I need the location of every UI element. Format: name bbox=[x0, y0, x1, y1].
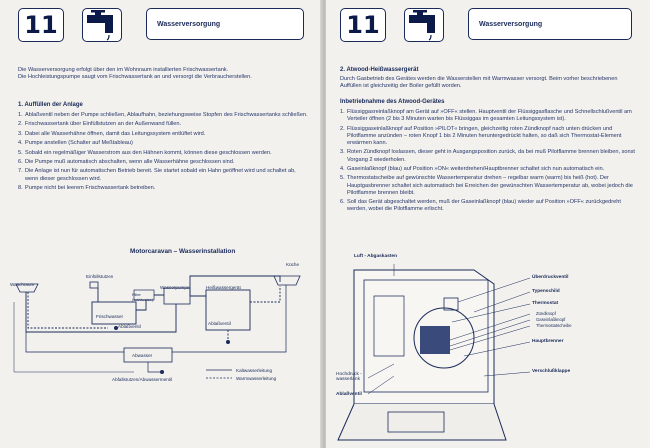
step-item: 5.Sobald ein regelmäßiger Wasserstrom au… bbox=[18, 150, 308, 157]
step-text: Die Pumpe muß automatisch abschalten, we… bbox=[25, 158, 235, 165]
step-text: Ablaßventil neben der Pumpe schließen, A… bbox=[25, 112, 308, 118]
step-item: 4.Pumpe anstellen (Schalter auf Meßtable… bbox=[18, 140, 308, 147]
page-number-box: 11 bbox=[340, 8, 386, 42]
label-verschlussklappe: Verschlußklappe bbox=[532, 369, 571, 374]
step-item: 4.Gaseinlaßknopf (blau) auf Position »ON… bbox=[340, 166, 636, 173]
step-number: 2. bbox=[340, 125, 345, 132]
step-item: 1.Flüssiggasreinlaßknopf am Gerät auf »O… bbox=[340, 109, 636, 123]
step-number: 6. bbox=[340, 199, 345, 206]
intro-line-2: Die Hochleistungspumpe saugt vom Frischw… bbox=[18, 74, 252, 81]
book-gutter bbox=[320, 0, 328, 448]
step-number: 1. bbox=[18, 112, 23, 118]
left-page: 11 Wasserversorgung Die Wasserversorgung… bbox=[0, 0, 322, 448]
label-ablassventil: Ablaßventil bbox=[336, 392, 362, 397]
step-number: 4. bbox=[18, 140, 23, 147]
step-text: Thermostatscheibe auf gewünschte Wassert… bbox=[347, 175, 633, 196]
steps-list: 1.Flüssiggasreinlaßknopf am Gerät auf »O… bbox=[340, 109, 636, 216]
atwood-heater-figure bbox=[337, 264, 531, 441]
step-text: Pumpe nicht bei leerem Frischwassertank … bbox=[25, 184, 156, 191]
label-heisswassergeraet: Heißwassergerät bbox=[206, 285, 241, 290]
step-item: 5.Thermostatscheibe auf gewünschte Wasse… bbox=[340, 175, 636, 197]
label-ablassventil-2: Ablaßventil bbox=[208, 321, 231, 326]
label-frischwasser: Frischwasser bbox=[96, 314, 124, 319]
label-thermostatscheibe: Thermostatscheibe bbox=[536, 323, 572, 328]
label-wasserpumpe: Wasserpumpe bbox=[160, 285, 190, 290]
step-text: Flüssiggaseinlaßknopf auf Position »PILO… bbox=[347, 125, 622, 146]
label-thermostat: Thermostat bbox=[532, 301, 559, 306]
faucet-icon bbox=[404, 8, 444, 42]
intro-text: Durch Gasbetrieb des Gerätes werden die … bbox=[340, 76, 618, 90]
step-text: Gaseinlaßknopf (blau) auf Position »ON« … bbox=[347, 165, 605, 172]
step-item: 6.Die Pumpe muß automatisch abschalten, … bbox=[18, 159, 308, 166]
right-page: 11 Wasserversorgung 2. Atwood-Heißwasser… bbox=[326, 0, 650, 448]
legend-warmwasser: Warmwasserleitung bbox=[236, 376, 277, 381]
step-text: Sobald ein regelmäßiger Wasserstrom aus … bbox=[25, 149, 272, 156]
intro-text: Die Wasserversorgung erfolgt über den im… bbox=[18, 67, 308, 81]
water-installation-diagram bbox=[13, 275, 301, 379]
step-item: 2.Frischwassertank über Einfüllstutzen a… bbox=[18, 121, 308, 128]
step-text: Roten Zündknopf loslassen, dieser geht i… bbox=[347, 149, 635, 163]
label-ablassventil-1: Ablaßventil bbox=[118, 324, 141, 329]
step-item: 3.Roten Zündknopf loslassen, dieser geht… bbox=[340, 149, 636, 163]
label-abwasser: Abwasser bbox=[132, 353, 153, 358]
page-number-box: 11 bbox=[18, 8, 64, 42]
step-number: 7. bbox=[18, 168, 23, 175]
label-hochdruck-wasserlank: Hochdruck - wasserlank bbox=[336, 372, 362, 382]
intro-line-1: Die Wasserversorgung erfolgt über den im… bbox=[18, 67, 229, 73]
section-heading: 2. Atwood-Heißwassergerät bbox=[340, 67, 419, 73]
step-text: Flüssiggasreinlaßknopf am Gerät auf »OFF… bbox=[347, 109, 632, 123]
step-number: 2. bbox=[18, 121, 23, 128]
label-abwasser-ablass: Abfallstutzen/Abwassermentil bbox=[112, 377, 173, 382]
step-number: 3. bbox=[340, 149, 345, 156]
label-zuendknopf: Zündknopf bbox=[536, 311, 556, 316]
step-item: 2.Flüssiggaseinlaßknopf auf Position »PI… bbox=[340, 126, 636, 148]
step-text: Soll das Gerät abgeschaltet werden, muß … bbox=[347, 199, 621, 213]
label-waschraum: Waschraum bbox=[10, 282, 35, 287]
steps-list: 1.Ablaßventil neben der Pumpe schließen,… bbox=[18, 112, 308, 194]
label-hauptbrenner: Hauptbrenner bbox=[532, 339, 564, 344]
step-item: 8.Pumpe nicht bei leerem Frischwassertan… bbox=[18, 185, 308, 192]
label-luft-abgaskasten: Luft - Abgaskasten bbox=[354, 254, 397, 259]
label-kueche: Küche bbox=[286, 262, 300, 267]
label-einfuellstutzen: Einfüllstutzen bbox=[86, 274, 114, 279]
step-number: 6. bbox=[18, 158, 23, 165]
step-item: 7.Die Anlage ist nun für automatischen B… bbox=[18, 168, 308, 182]
legend-kaltwasser: Kaltwasserleitung bbox=[236, 368, 273, 373]
step-number: 5. bbox=[18, 149, 23, 156]
section-heading: 1. Auffüllen der Anlage bbox=[18, 102, 83, 108]
faucet-icon bbox=[82, 8, 122, 42]
step-number: 5. bbox=[340, 175, 345, 182]
step-item: 3.Dabei alle Wasserhähne öffnen, damit d… bbox=[18, 131, 308, 138]
step-item: 6.Soll das Gerät abgeschaltet werden, mu… bbox=[340, 199, 636, 213]
step-number: 3. bbox=[18, 130, 23, 137]
step-number: 4. bbox=[340, 165, 345, 172]
step-item: 1.Ablaßventil neben der Pumpe schließen,… bbox=[18, 112, 308, 119]
step-number: 1. bbox=[340, 109, 345, 115]
step-text: Die Anlage ist nun für automatischen Bet… bbox=[25, 168, 296, 182]
label-typenschild: Typenschild bbox=[532, 289, 560, 294]
step-text: Dabei alle Wasserhähne öffnen, damit das… bbox=[25, 130, 206, 137]
page-title: Wasserversorgung bbox=[146, 8, 304, 40]
step-number: 8. bbox=[18, 184, 23, 191]
sub-heading: Inbetriebnahme des Atwood-Gerätes bbox=[340, 99, 445, 105]
label-filter: Filter (wahlweise) bbox=[132, 292, 154, 302]
step-text: Pumpe anstellen (Schalter auf Meßtableau… bbox=[25, 140, 133, 147]
page-title: Wasserversorgung bbox=[468, 8, 632, 40]
diagram-title: Motorcaravan – Wasserinstallation bbox=[130, 248, 236, 255]
label-gaseinlassknopf: Gaseinlaßknopf bbox=[536, 317, 566, 322]
label-ueberdruckventil: Überdruckventil bbox=[532, 275, 569, 280]
step-text: Frischwassertank über Einfüllstutzen an … bbox=[25, 121, 182, 128]
